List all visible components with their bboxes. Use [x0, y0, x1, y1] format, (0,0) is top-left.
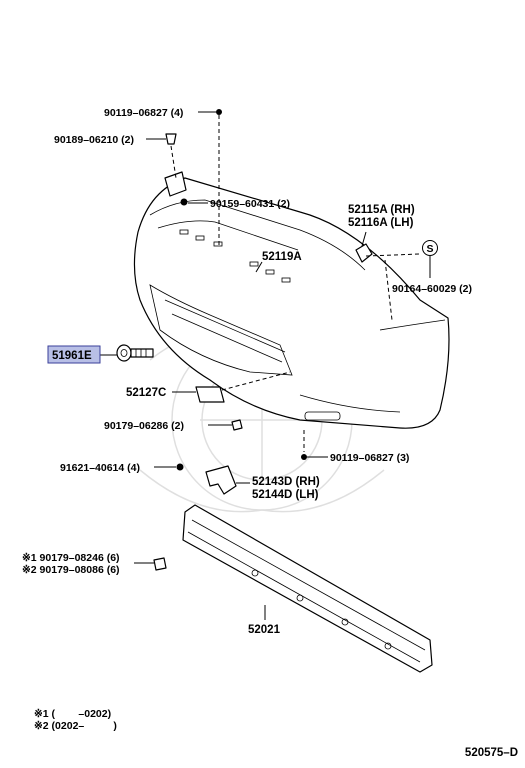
- leader-lines: [100, 111, 367, 620]
- bracket-52143D-52144D[interactable]: [205, 465, 237, 495]
- reflector-slot: [304, 411, 341, 421]
- label-52127C[interactable]: 52127C: [126, 387, 166, 399]
- label-90189-06210[interactable]: 90189–06210 (2): [54, 134, 134, 146]
- screw-90159-60431[interactable]: [180, 198, 188, 206]
- label-90159-60431[interactable]: 90159–60431 (2): [210, 198, 290, 210]
- bolt-90119-06827-bottom[interactable]: [301, 430, 307, 460]
- label-52116A[interactable]: 52116A (LH): [348, 217, 414, 229]
- clip-90189-06210[interactable]: [165, 133, 177, 179]
- label-90164-60029[interactable]: 90164–60029 (2): [392, 283, 472, 295]
- footnotes: ※1 ( –0202) ※2 (0202– ): [34, 708, 117, 732]
- footnote-1: ※1 ( –0202): [34, 708, 111, 720]
- label-52115A[interactable]: 52115A (RH): [348, 204, 415, 216]
- tow-hook-51961E[interactable]: [116, 344, 154, 362]
- label-52119A[interactable]: 52119A: [262, 251, 302, 263]
- reinforcement-holes: [251, 569, 392, 650]
- bolt-90119-06827-top[interactable]: [216, 109, 222, 245]
- label-90119-06827-top[interactable]: 90119–06827 (4): [104, 107, 183, 119]
- nut-90179-08246-08086[interactable]: [153, 557, 167, 571]
- part-labels: 90119–06827 (4) 90189–06210 (2) 90159–60…: [22, 107, 472, 636]
- nut-90179-06286[interactable]: [231, 419, 243, 431]
- label-52021[interactable]: 52021: [248, 624, 281, 636]
- bracket-52127C[interactable]: [195, 371, 291, 403]
- bolt-91621-40614[interactable]: [176, 463, 184, 471]
- label-91621-40614[interactable]: 91621–40614 (4): [60, 462, 140, 474]
- footnote-2: ※2 (0202– ): [34, 720, 117, 732]
- diagram-reference-number: 520575–D: [465, 747, 518, 759]
- highlight-51961E[interactable]: [47, 345, 101, 364]
- bumper-cover-52119A[interactable]: [133, 171, 450, 429]
- label-90179-06286[interactable]: 90179–06286 (2): [104, 420, 184, 432]
- s-symbol-text: S: [426, 243, 433, 255]
- label-90119-06827-bottom[interactable]: 90119–06827 (3): [330, 452, 409, 464]
- bumper-top-slots: [179, 229, 291, 283]
- label-note1-part[interactable]: ※1 90179–08246 (6): [22, 552, 120, 564]
- label-52144D[interactable]: 52144D (LH): [252, 489, 319, 501]
- retainer-52115A-52116A[interactable]: [355, 243, 421, 321]
- label-51961E[interactable]: 51961E: [52, 350, 92, 362]
- s-symbol: S: [422, 240, 438, 278]
- label-note2-part[interactable]: ※2 90179–08086 (6): [22, 564, 120, 576]
- label-52143D[interactable]: 52143D (RH): [252, 476, 320, 488]
- bumper-reinforcement-52021[interactable]: [182, 504, 433, 673]
